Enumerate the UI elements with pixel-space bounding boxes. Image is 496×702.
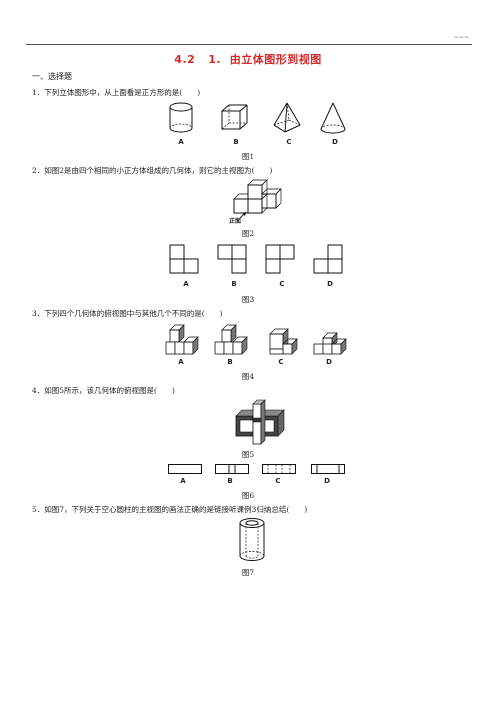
question-5-text: 5．如图7，下列关于空心圆柱的主视图的画法正确的是链接听课例3归纳总结( ) [32, 505, 308, 514]
question-4-text: 4．如图5所示，该几何体的俯视图是( ) [32, 386, 175, 395]
q2-option-a[interactable]: A [183, 280, 189, 288]
q3-option-c[interactable]: C [278, 358, 284, 366]
q3-option-d-figure [313, 332, 347, 355]
header-mark: ~~~ [453, 34, 469, 41]
q1-option-d[interactable]: D [332, 138, 338, 146]
q2-option-d[interactable]: D [327, 280, 333, 288]
q1-cylinder-figure [169, 102, 193, 133]
q3-option-a-figure [165, 324, 199, 355]
q3-option-d[interactable]: D [326, 358, 332, 366]
figure-7-caption: 图7 [241, 568, 255, 577]
header-rule [26, 44, 472, 45]
q4-option-d[interactable]: D [324, 477, 330, 485]
q4-option-d-figure [311, 464, 345, 474]
figure-1-caption: 图1 [241, 152, 255, 161]
q2-option-c[interactable]: C [279, 280, 285, 288]
q3-option-b-figure [214, 324, 248, 355]
q2-cubes-figure [233, 179, 282, 219]
question-2-text: 2．如图2是由四个相同的小正方体组成的几何体，则它的主视图为( ) [32, 166, 273, 175]
front-view-label: 正面 [229, 218, 242, 225]
q2-option-a-figure [169, 244, 199, 274]
q3-option-c-figure [269, 328, 298, 355]
q1-option-b[interactable]: B [233, 138, 239, 146]
figure-5-caption: 图5 [241, 450, 255, 459]
q5-hollow-cylinder-figure [239, 518, 265, 561]
question-1-text: 1．下列立体图形中，从上面看是正方形的是( ) [32, 88, 201, 97]
q2-option-d-figure [313, 244, 343, 274]
question-3-text: 3．下列四个几何体的俯视图中与其他几个不同的是( ) [32, 309, 223, 318]
figure-6-caption: 图6 [241, 491, 255, 500]
q2-option-b[interactable]: B [231, 280, 237, 288]
figure-4-caption: 图4 [241, 372, 255, 381]
q4-option-c[interactable]: C [275, 477, 281, 485]
q3-option-b[interactable]: B [227, 358, 233, 366]
q1-pyramid-figure [273, 102, 301, 133]
section-heading: 一、选择题 [32, 72, 72, 81]
q1-cube-figure [221, 104, 248, 130]
page-title: 4.2 1. 由立体图形到视图 [174, 53, 322, 66]
q3-option-a[interactable]: A [178, 358, 184, 366]
q1-option-a[interactable]: A [178, 138, 184, 146]
q4-option-b[interactable]: B [227, 477, 233, 485]
q4-option-b-figure [215, 464, 249, 474]
figure-2-caption: 图2 [241, 229, 255, 238]
q4-option-a[interactable]: A [180, 477, 186, 485]
figure-3-caption: 图3 [241, 295, 255, 304]
q4-frame-figure [235, 399, 285, 445]
q2-option-b-figure [217, 244, 247, 274]
q1-cone-figure [320, 102, 346, 134]
q1-option-c[interactable]: C [286, 138, 292, 146]
q4-option-a-figure [168, 464, 202, 474]
q4-option-c-figure [262, 464, 296, 474]
q2-option-c-figure [265, 244, 295, 274]
